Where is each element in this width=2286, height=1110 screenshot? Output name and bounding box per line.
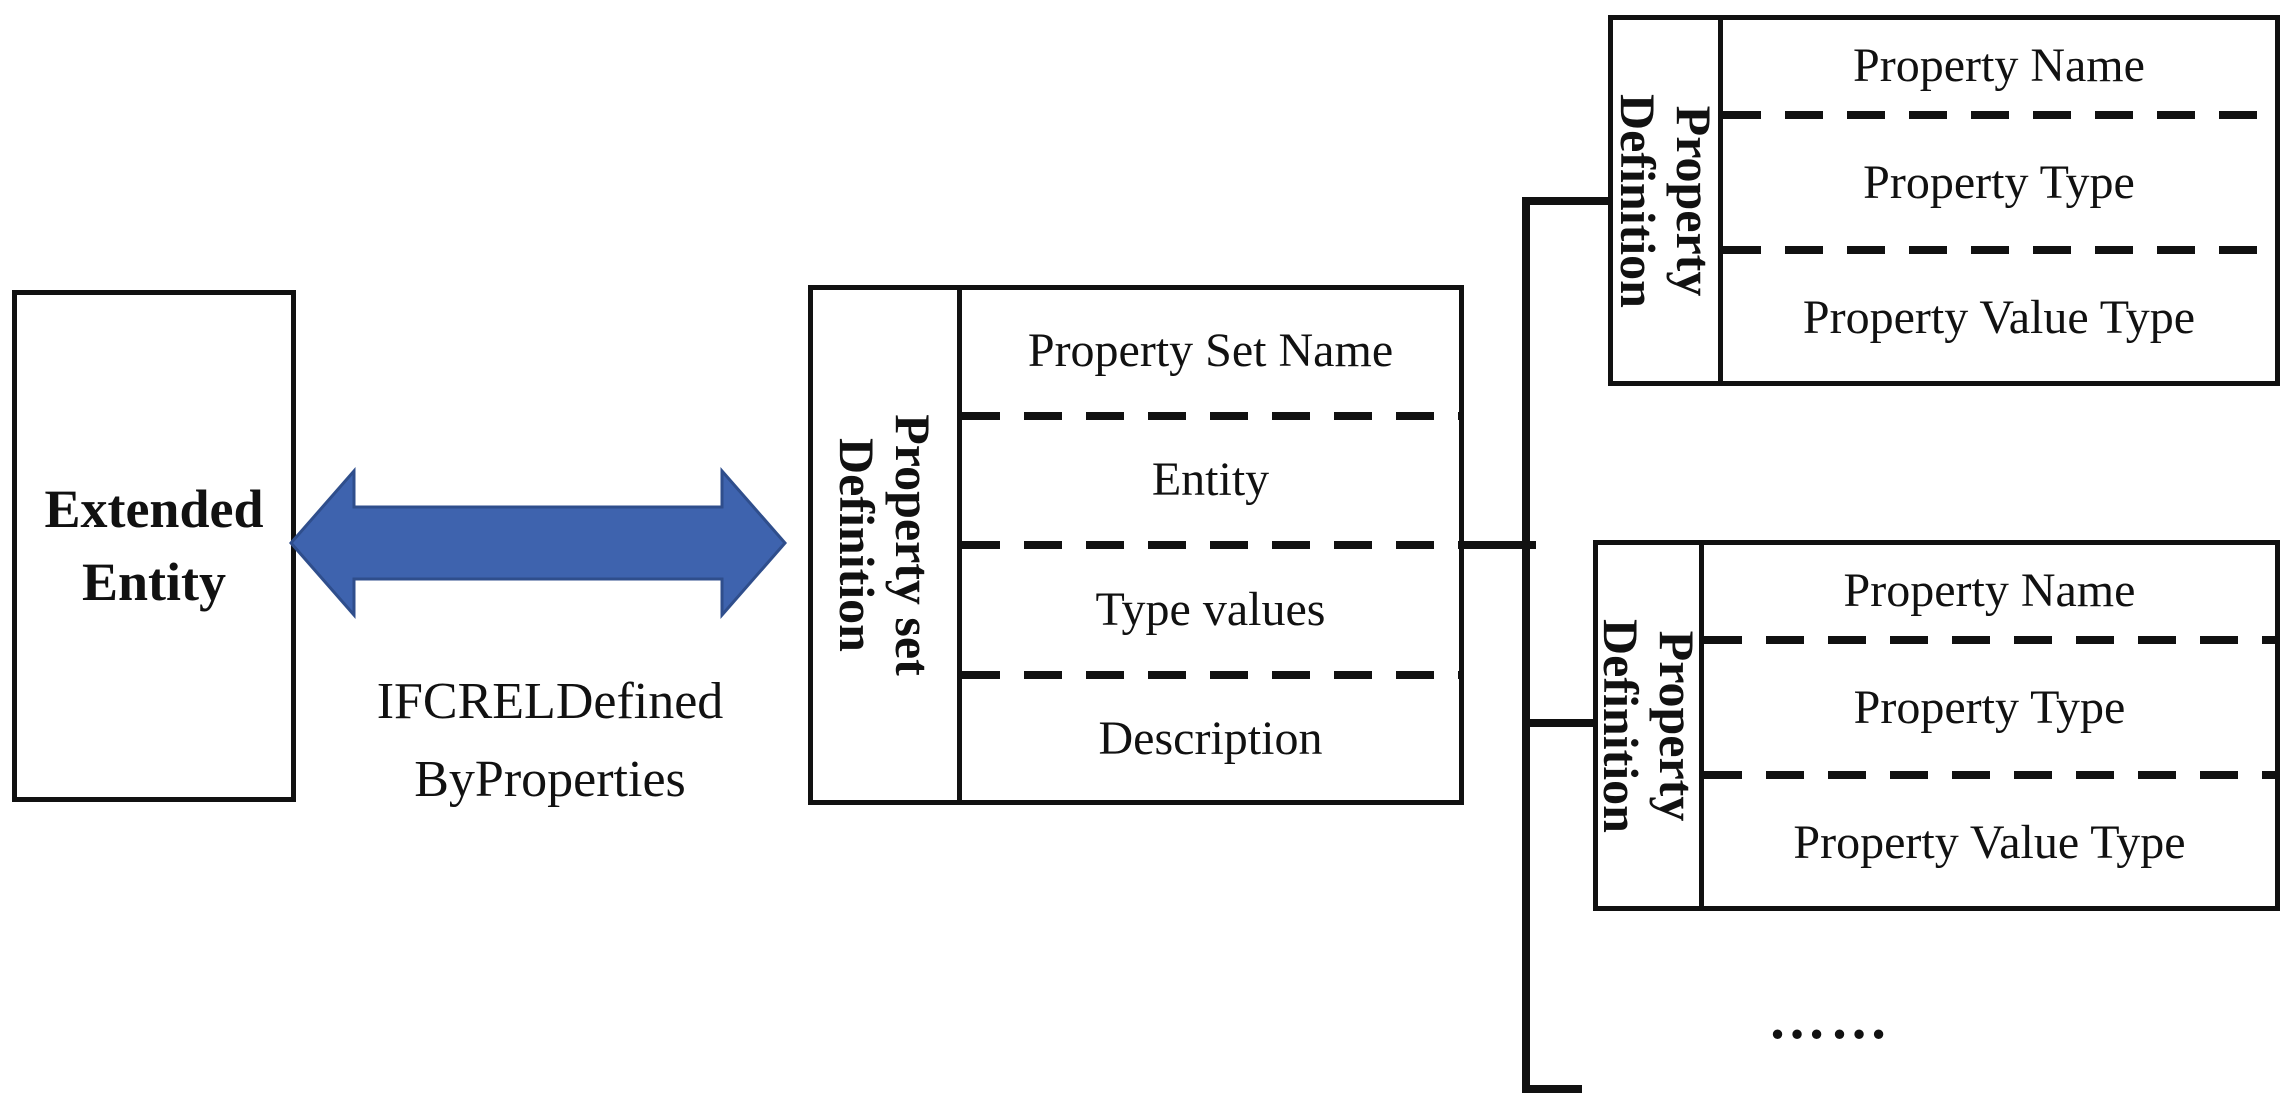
connector-to-top-box <box>1526 197 1612 205</box>
row-description: Description <box>1098 712 1323 766</box>
connector-trunk-line <box>1522 197 1530 1093</box>
property-set-definition-rows: Property Set Name Entity Type values Des… <box>962 290 1459 800</box>
row-property-type: Property Type <box>1853 680 2126 734</box>
property-definition-box-bottom: Property Definition Property Name Proper… <box>1593 540 2280 911</box>
dashed-divider <box>1723 246 2275 255</box>
connector-from-property-set-box <box>1460 541 1536 549</box>
double-arrow-shape <box>289 467 787 619</box>
dashed-divider <box>962 670 1459 679</box>
property-definition-top-rows: Property Name Property Type Property Val… <box>1723 20 2275 381</box>
row-property-name: Property Name <box>1853 38 2145 92</box>
row-property-type: Property Type <box>1863 155 2135 209</box>
more-properties-ellipsis: …… <box>1768 986 1892 1051</box>
property-definition-top-label: Property Definition <box>1609 93 1722 308</box>
extended-entity-label: Extended Entity <box>44 479 264 612</box>
extended-entity-box: Extended Entity <box>12 290 296 802</box>
connector-to-bottom-box <box>1526 719 1597 727</box>
dashed-divider <box>1704 771 2275 780</box>
row-property-name: Property Name <box>1843 563 2136 617</box>
double-arrow <box>289 467 787 619</box>
dashed-divider <box>962 541 1459 549</box>
property-set-definition-box: Property set Definition Property Set Nam… <box>808 285 1464 805</box>
row-property-value-type: Property Value Type <box>1793 815 2186 869</box>
connector-bottom-stub <box>1522 1085 1582 1093</box>
dashed-divider <box>1723 111 2275 120</box>
property-definition-bottom-label: Property Definition <box>1592 618 1705 833</box>
dashed-divider <box>962 411 1459 420</box>
property-definition-bottom-label-column: Property Definition <box>1593 545 1705 906</box>
dashed-divider <box>1704 636 2275 645</box>
relationship-label: IFCRELDefined ByProperties <box>376 673 724 808</box>
property-set-definition-label-column: Property set Definition <box>813 290 962 800</box>
row-property-set-name: Property Set Name <box>1027 323 1394 377</box>
property-set-definition-label: Property set Definition <box>829 414 941 676</box>
property-definition-top-label-column: Property Definition <box>1609 20 1723 381</box>
property-definition-box-top: Property Definition Property Name Proper… <box>1608 15 2280 386</box>
row-property-value-type: Property Value Type <box>1802 290 2196 344</box>
row-entity: Entity <box>1151 453 1270 507</box>
property-definition-bottom-rows: Property Name Property Type Property Val… <box>1704 545 2275 906</box>
row-type-values: Type values <box>1095 582 1326 636</box>
